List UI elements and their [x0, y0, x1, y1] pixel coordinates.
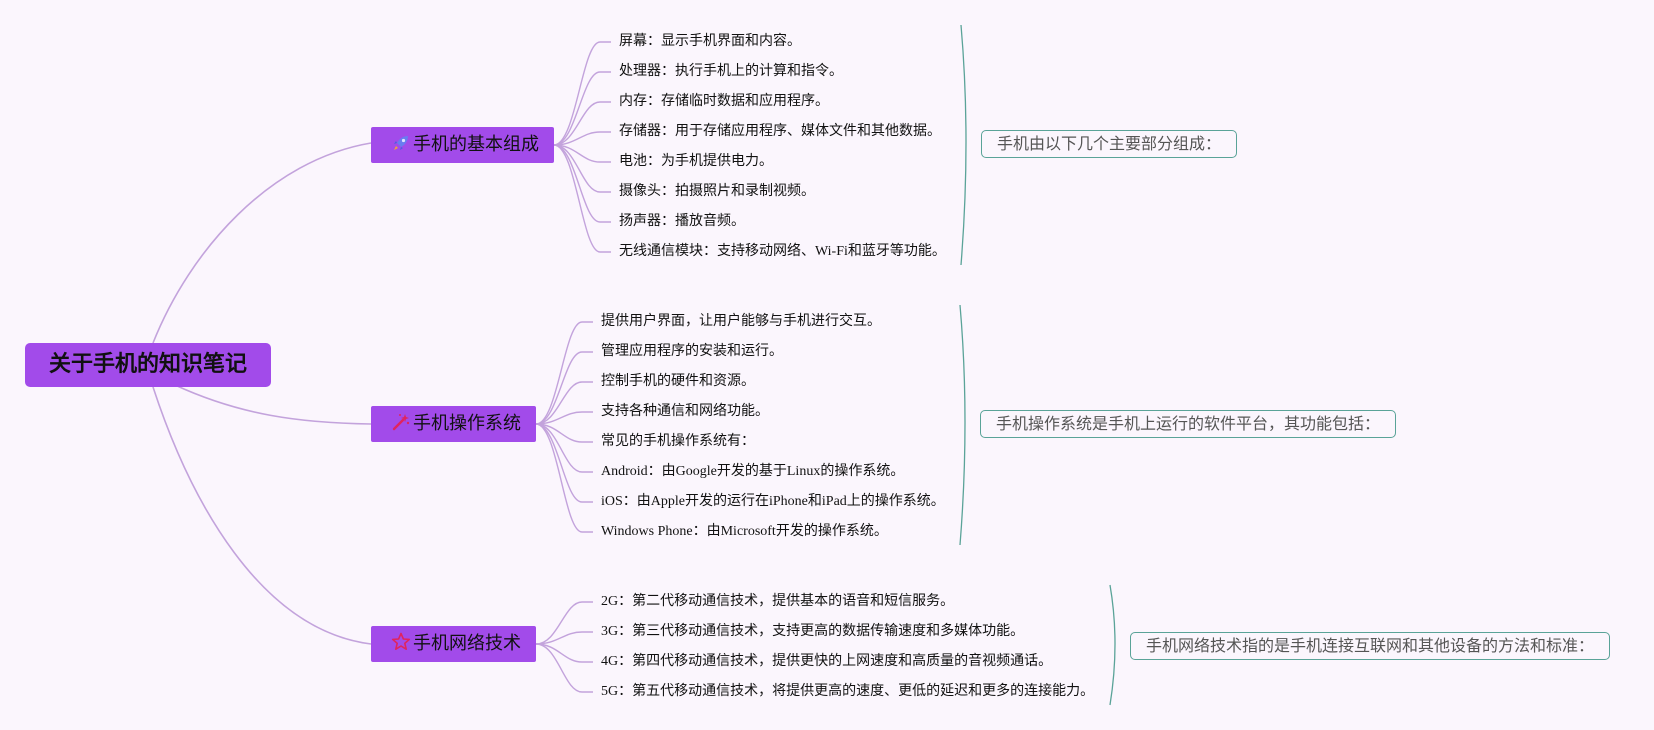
root-link-2: [174, 384, 372, 425]
leaf-item[interactable]: 控制手机的硬件和资源。: [601, 374, 755, 389]
leaf-item[interactable]: 存储器：用于存储应用程序、媒体文件和其他数据。: [619, 124, 941, 139]
leaf-link: [553, 71, 611, 146]
branch-links-os: [535, 321, 593, 533]
leaf-item[interactable]: 3G：第三代移动通信技术，支持更高的数据传输速度和多媒体功能。: [601, 624, 1025, 639]
leaf-item[interactable]: 处理器：执行手机上的计算和指令。: [619, 64, 843, 79]
leaf-item[interactable]: 扬声器：播放音频。: [619, 214, 745, 229]
summary-network[interactable]: 手机网络技术指的是手机连接互联网和其他设备的方法和标准：: [1130, 632, 1611, 660]
leaf-link: [535, 321, 593, 425]
branch-node-components[interactable]: 手机的基本组成: [371, 127, 554, 163]
leaf-item[interactable]: iOS：由Apple开发的运行在iPhone和iPad上的操作系统。: [601, 494, 945, 509]
leaf-item[interactable]: 2G：第二代移动通信技术，提供基本的语音和短信服务。: [601, 594, 955, 609]
leaf-link: [553, 144, 611, 193]
leaf-link: [535, 423, 593, 443]
leaf-link: [535, 423, 593, 473]
branch-label-os: 手机操作系统: [413, 413, 521, 434]
branch-label-components: 手机的基本组成: [413, 134, 539, 155]
root-link-1: [152, 142, 372, 344]
leaf-item[interactable]: Android：由Google开发的基于Linux的操作系统。: [601, 464, 905, 479]
leaf-item[interactable]: Windows Phone：由Microsoft开发的操作系统。: [601, 524, 888, 539]
leaf-item[interactable]: 内存：存储临时数据和应用程序。: [619, 94, 829, 109]
leaf-link: [553, 131, 611, 146]
leaf-item[interactable]: 电池：为手机提供电力。: [619, 154, 773, 169]
branch-node-network[interactable]: 手机网络技术: [371, 626, 536, 662]
rocket-icon: [391, 133, 411, 153]
leaf-item[interactable]: 管理应用程序的安装和运行。: [601, 344, 783, 359]
summary-components[interactable]: 手机由以下几个主要部分组成：: [981, 130, 1238, 158]
leaf-item[interactable]: 提供用户界面，让用户能够与手机进行交互。: [601, 314, 881, 329]
leaf-item[interactable]: 无线通信模块：支持移动网络、Wi-Fi和蓝牙等功能。: [619, 244, 946, 259]
leaf-item[interactable]: 屏幕：显示手机界面和内容。: [619, 34, 801, 49]
leaf-link: [535, 601, 593, 645]
leaf-link: [535, 411, 593, 425]
branch-links-network: [535, 601, 593, 693]
leaf-link: [553, 101, 611, 146]
leaf-link: [553, 144, 611, 253]
leaf-link: [535, 643, 593, 663]
star-icon: [391, 632, 411, 652]
branch-links-components: [553, 41, 611, 253]
summary-brace-3: [1109, 584, 1116, 706]
leaf-link: [535, 643, 593, 693]
leaf-item[interactable]: 常见的手机操作系统有：: [601, 434, 755, 449]
branch-label-network: 手机网络技术: [413, 633, 521, 654]
leaf-link: [535, 351, 593, 425]
leaf-item[interactable]: 5G：第五代移动通信技术，将提供更高的速度、更低的延迟和更多的连接能力。: [601, 684, 1095, 699]
leaf-item[interactable]: 摄像头：拍摄照片和录制视频。: [619, 184, 815, 199]
root-node[interactable]: 关于手机的知识笔记: [25, 343, 271, 387]
leaf-item[interactable]: 支持各种通信和网络功能。: [601, 404, 769, 419]
leaf-link: [535, 631, 593, 645]
leaf-item[interactable]: 4G：第四代移动通信技术，提供更快的上网速度和高质量的音视频通话。: [601, 654, 1053, 669]
summary-os[interactable]: 手机操作系统是手机上运行的软件平台，其功能包括：: [980, 410, 1397, 438]
leaf-link: [535, 381, 593, 425]
magic-wand-icon: [391, 412, 411, 432]
summary-brace-1: [960, 24, 967, 266]
root-link-3: [152, 386, 372, 645]
leaf-link: [535, 423, 593, 533]
branch-node-os[interactable]: 手机操作系统: [371, 406, 536, 442]
leaf-link: [553, 144, 611, 163]
leaf-link: [553, 41, 611, 146]
summary-brace-2: [959, 304, 966, 546]
